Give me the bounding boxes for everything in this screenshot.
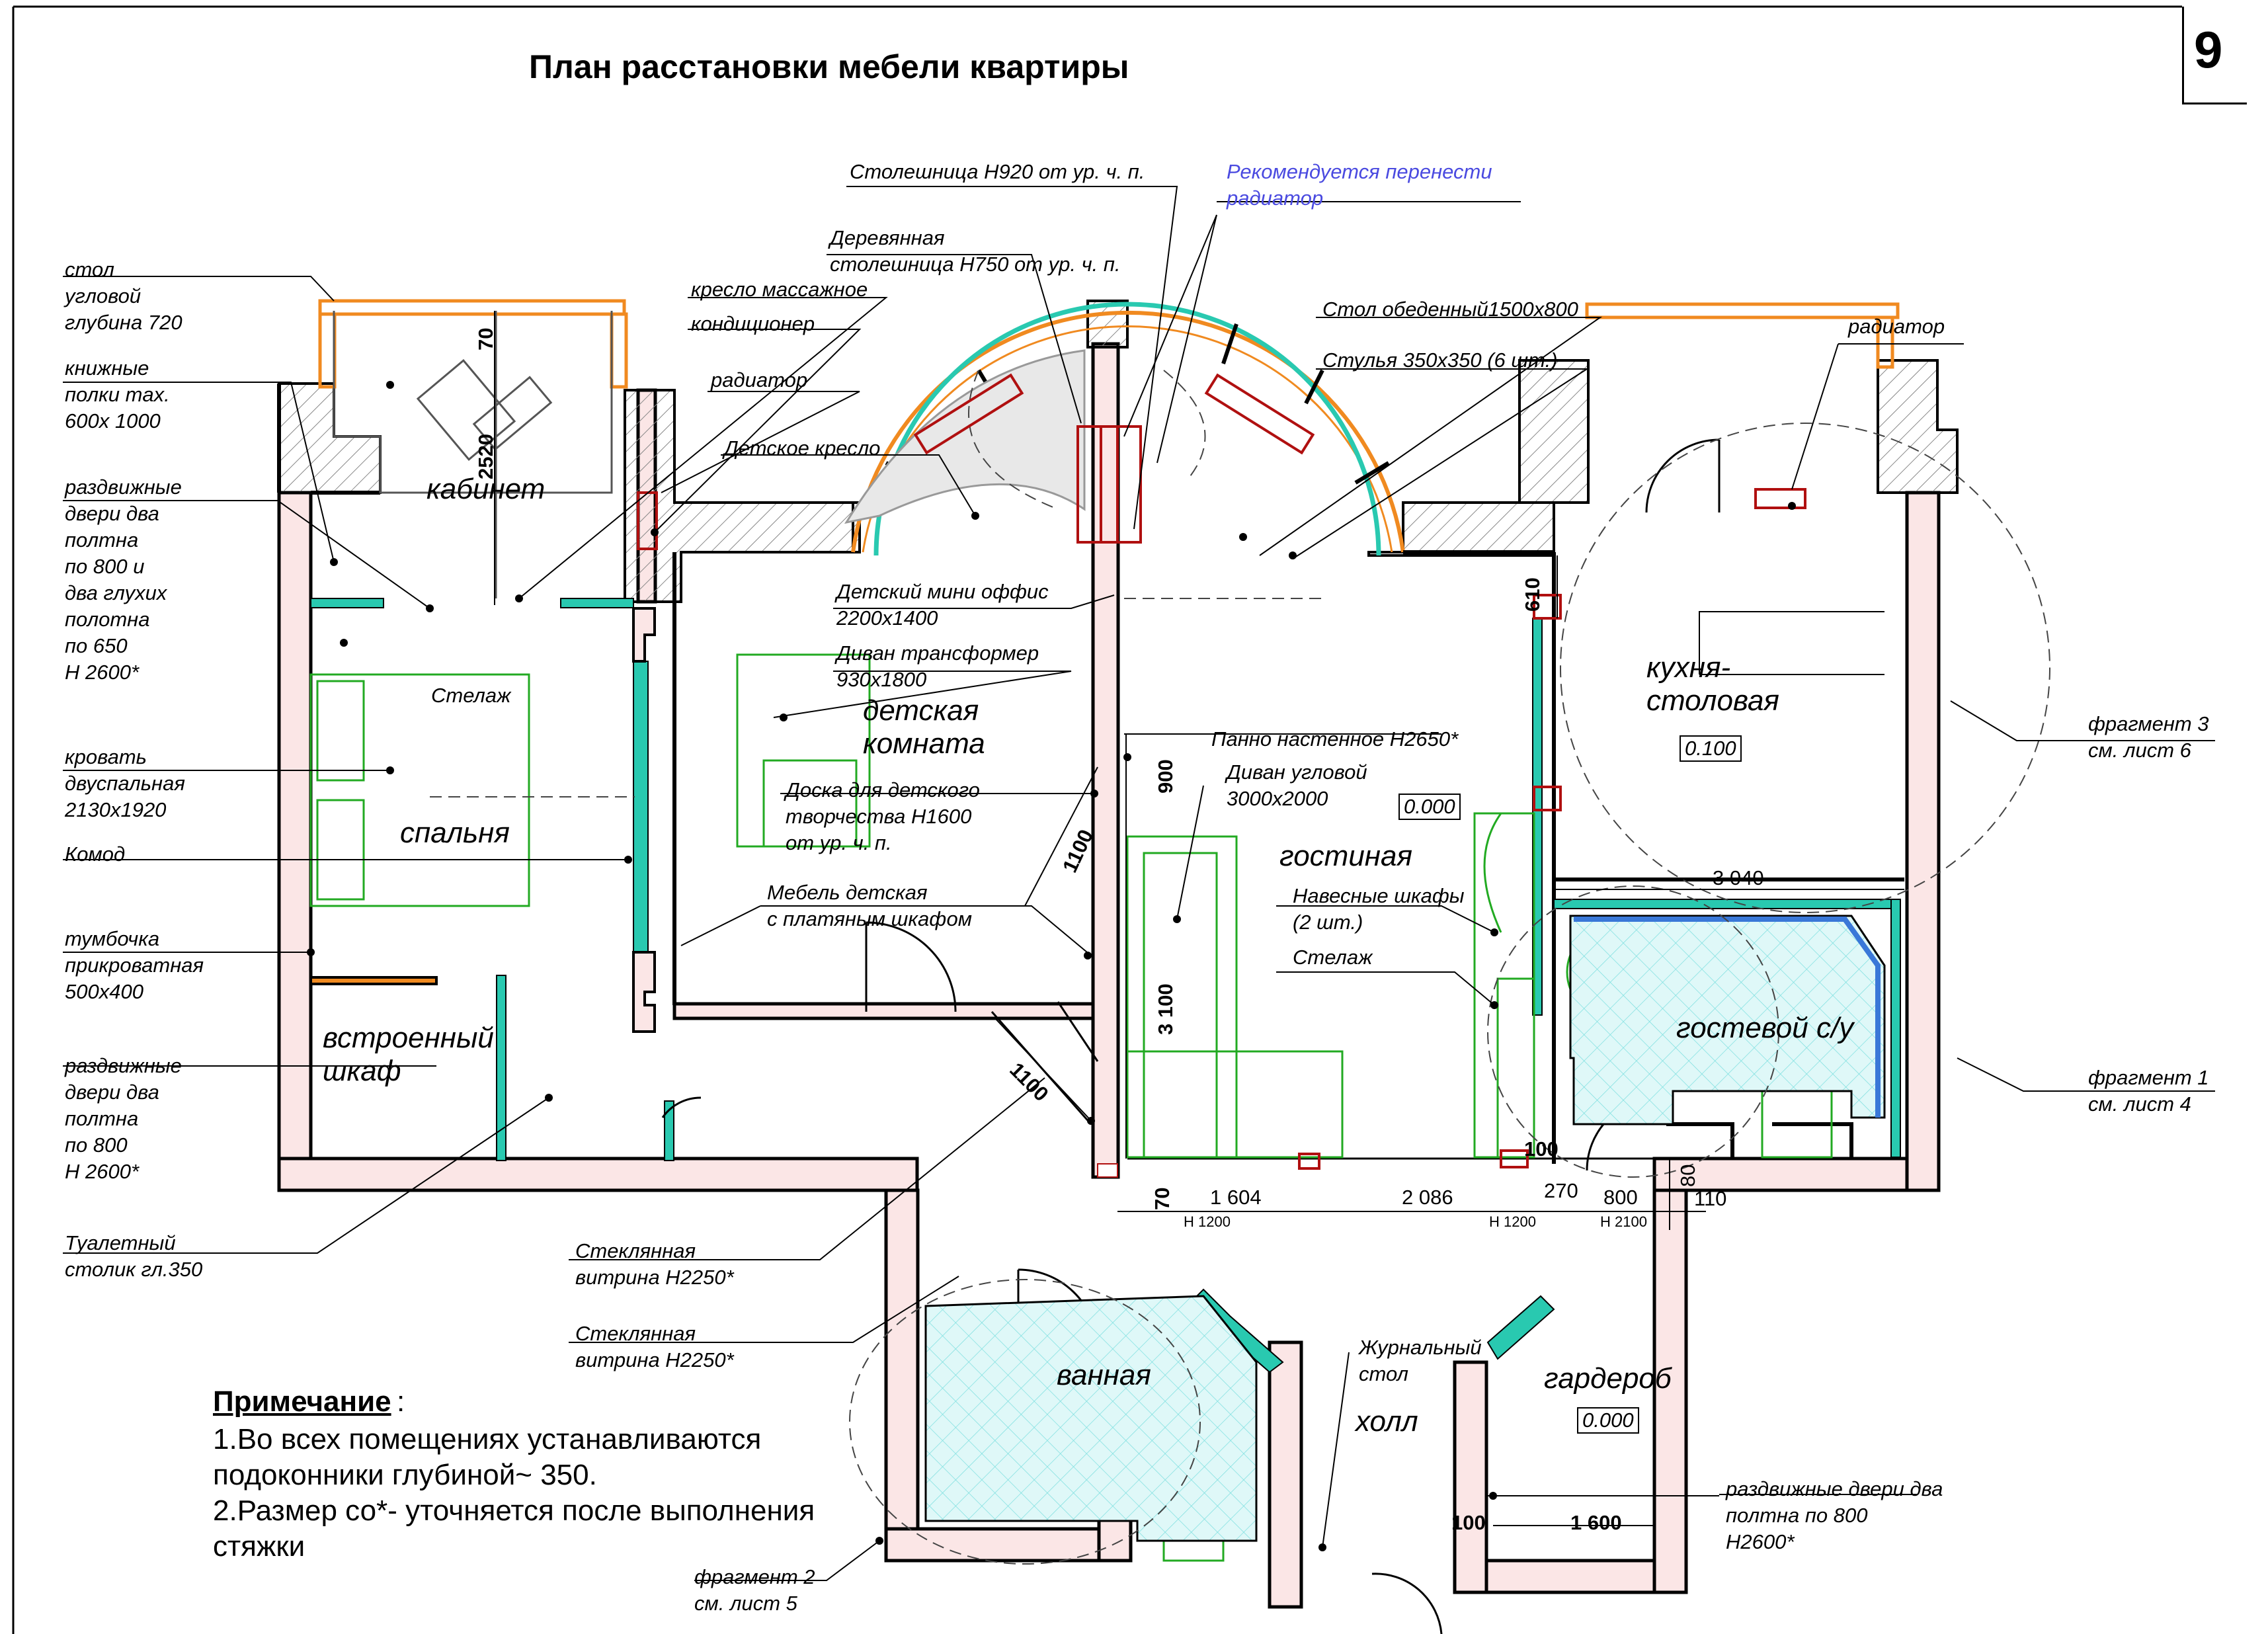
- label-kids-office: Детский мини оффис 2200x1400: [836, 580, 1049, 630]
- label-rack-living: Стелаж: [1293, 946, 1373, 969]
- radiators: [637, 373, 1806, 1170]
- label-book-shelves: книжные полки max. 600x 1000: [65, 356, 170, 432]
- room-bathroom: ванная: [1057, 1359, 1151, 1391]
- interior-wall-lines: [277, 384, 1904, 1164]
- note-line-2: подоконники глубиной~ 350.: [213, 1459, 597, 1491]
- notes-heading: Примечание: [213, 1385, 391, 1418]
- label-kids-furniture: Мебель детская с платяным шкафом: [767, 881, 973, 930]
- label-dresser: Комод: [65, 842, 126, 866]
- wc-frame: [1574, 917, 1881, 1118]
- dim-h2100: H 2100: [1600, 1213, 1647, 1230]
- label-fragment-1: фрагмент 1 см. лист 4: [2088, 1066, 2209, 1116]
- dim-3040: 3 040: [1713, 866, 1764, 889]
- room-living: гостиная: [1279, 840, 1412, 872]
- dim-100-a: 100: [1524, 1137, 1559, 1161]
- dim-h1200-b: H 1200: [1489, 1213, 1536, 1230]
- label-dressing-table: Туалетный столик гл.350: [65, 1231, 203, 1281]
- level-living: 0.000: [1398, 794, 1461, 820]
- label-radiator-left: радиатор: [711, 368, 808, 391]
- level-dressing: 0.000: [1577, 1407, 1639, 1434]
- dim-h1200-a: H 1200: [1184, 1213, 1231, 1230]
- dim-800: 800: [1603, 1186, 1638, 1209]
- sheet-frame: [12, 5, 2182, 1634]
- room-cabinet: кабинет: [426, 473, 546, 505]
- label-massage-chair: кресло массажное: [691, 278, 868, 301]
- label-bedside-table: тумбочка прикроватная 500x400: [65, 927, 204, 1003]
- sheet-number: 9: [2194, 20, 2223, 79]
- dim-3100: 3 100: [1154, 983, 1177, 1035]
- dashed-lines: [430, 370, 2050, 1565]
- dim-70-top: 70: [474, 327, 497, 350]
- note-line-4: стяжки: [213, 1530, 305, 1563]
- label-radiator-right: радиатор: [1848, 315, 1945, 338]
- dim-80: 80: [1676, 1164, 1699, 1187]
- dim-900: 900: [1154, 759, 1177, 794]
- label-wall-panel: Панно настенное H2650*: [1211, 727, 1459, 751]
- dim-1604: 1 604: [1210, 1186, 1262, 1209]
- note-line-3: 2.Размер со*- уточняется после выполнени…: [213, 1494, 815, 1527]
- wardrobe-elements: [309, 607, 656, 1033]
- label-coffee-table: Журнальный стол: [1359, 1336, 1482, 1385]
- label-corner-desk: стол угловой глубина 720: [65, 258, 182, 334]
- label-glass-vitrine-2: Стеклянная витрина H2250*: [575, 1322, 734, 1371]
- room-kids: детская комната: [863, 694, 985, 760]
- label-air-conditioner: кондиционер: [691, 312, 815, 335]
- label-sliding-doors-2: раздвижные двери два полтна по 800 H 260…: [65, 1054, 182, 1183]
- label-fragment-2: фрагмент 2 см. лист 5: [694, 1565, 815, 1615]
- dim-2520: 2520: [474, 434, 497, 479]
- room-kitchen: кухня- столовая: [1646, 651, 1779, 717]
- room-builtin-wardrobe: встроенный шкаф: [323, 1022, 494, 1087]
- label-dining-table: Стол обеденный1500x800: [1322, 298, 1578, 321]
- dim-1600: 1 600: [1570, 1511, 1622, 1534]
- label-chairs: Стулья 350x350 (6 шт.): [1322, 348, 1558, 372]
- dim-110: 110: [1694, 1187, 1727, 1210]
- room-hall: холл: [1356, 1405, 1418, 1438]
- note-line-1: 1.Во всех помещениях устанавливаются: [213, 1423, 762, 1455]
- notes-colon: :: [397, 1385, 405, 1418]
- label-wall-cabinets: Навесные шкафы (2 шт.): [1293, 884, 1465, 934]
- leader-dots: [307, 381, 1796, 1551]
- room-bedroom: спальня: [400, 817, 510, 849]
- room-dressing: гардероб: [1544, 1362, 1672, 1395]
- leader-lines: [63, 186, 2215, 1581]
- label-glass-vitrine-1: Стеклянная витрина H2250*: [575, 1239, 734, 1289]
- dim-270: 270: [1544, 1179, 1578, 1202]
- sheet-number-box: [2182, 7, 2247, 104]
- label-wood-countertop: Деревянная столешница H750 от ур. ч. п.: [830, 226, 1121, 276]
- label-drawing-board: Доска для детского творчества H1600 от у…: [786, 778, 980, 854]
- label-corner-sofa: Диван угловой 3000x2000: [1227, 760, 1367, 810]
- label-sofa-bed: Диван трансформер 930x1800: [836, 641, 1039, 691]
- dim-2086: 2 086: [1402, 1186, 1453, 1209]
- label-rack-bedroom: Стелаж: [431, 684, 511, 707]
- sheet-title: План расстановки мебели квартиры: [529, 48, 1129, 85]
- bay-window-glass: [873, 302, 1381, 556]
- dim-610: 610: [1521, 577, 1544, 612]
- dim-70-bottom: 70: [1151, 1187, 1174, 1210]
- cabinet-furniture: [333, 311, 613, 598]
- label-fragment-3: фрагмент 3 см. лист 6: [2088, 712, 2209, 762]
- dim-100-b: 100: [1451, 1511, 1486, 1534]
- level-kitchen: 0.100: [1680, 735, 1742, 762]
- dimension-lines: [494, 311, 1904, 1526]
- label-countertop-920: Столешница H920 от ур. ч. п.: [850, 160, 1145, 183]
- label-kids-chair: Детское кресло: [724, 436, 881, 460]
- tiled-floors: [924, 915, 1886, 1542]
- kids-desk-arc: [844, 349, 1086, 524]
- label-recommend-radiator: Рекомендуется перенести радиатор: [1227, 160, 1492, 210]
- label-double-bed: кровать двуспальная 2130x1920: [65, 745, 185, 821]
- room-guest-wc: гостевой с/у: [1676, 1012, 1854, 1044]
- label-sliding-doors-1: раздвижные двери два полтна по 800 и два…: [65, 475, 182, 684]
- label-sliding-doors-3: раздвижные двери два полтна по 800 H2600…: [1726, 1477, 1943, 1553]
